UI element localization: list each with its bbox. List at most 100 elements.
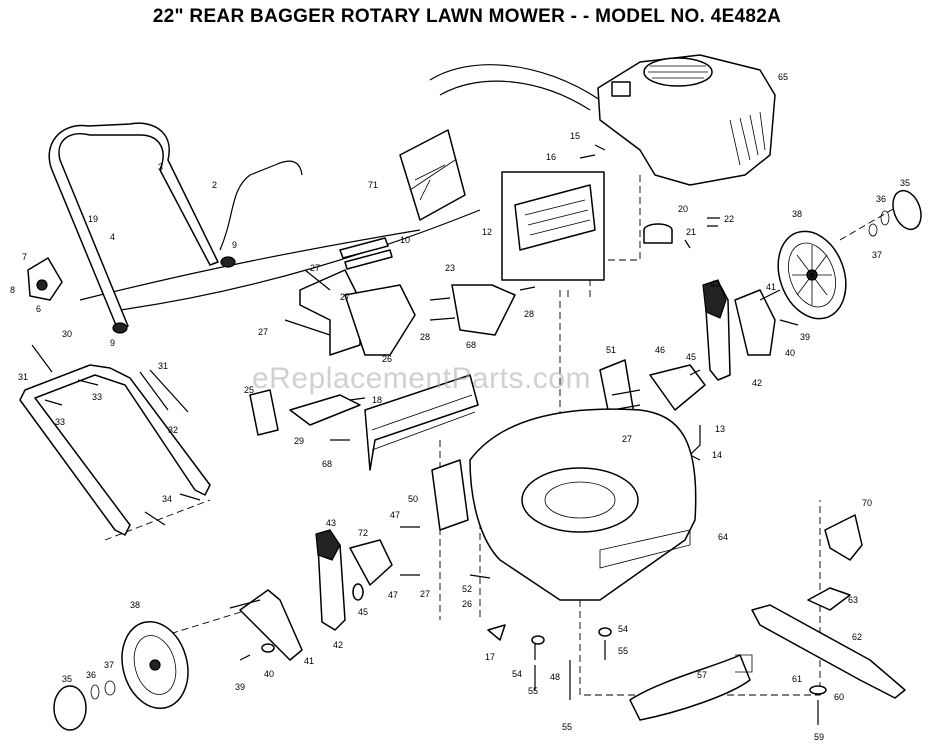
callout-label: 18 — [372, 395, 382, 405]
callout-label: 41 — [766, 282, 776, 292]
callout-label: 21 — [686, 227, 696, 237]
callout-label: 31 — [18, 372, 28, 382]
spacer-54 — [531, 635, 545, 645]
spring-45 — [352, 583, 364, 601]
upper-handle — [48, 122, 219, 331]
callout-label: 25 — [244, 385, 254, 395]
callout-label: 57 — [697, 670, 707, 680]
screw-13-14 — [688, 425, 701, 461]
callout-label: 65 — [778, 72, 788, 82]
callout-label: 19 — [88, 214, 98, 224]
chute-plate — [735, 654, 753, 673]
rear-lever-grip — [702, 279, 727, 319]
callout-label: 2 — [212, 180, 217, 190]
control-rods — [284, 269, 331, 336]
cable-clip — [220, 256, 236, 268]
callout-label: 36 — [876, 194, 886, 204]
callout-label: 35 — [62, 674, 72, 684]
callout-label: 14 — [712, 450, 722, 460]
gas-cap — [611, 81, 631, 97]
handle-knob — [27, 257, 63, 301]
callout-label: 43 — [710, 279, 720, 289]
height-plate-72 — [349, 539, 393, 586]
callout-label: 23 — [445, 263, 455, 273]
callout-label: 22 — [724, 214, 734, 224]
clip-17 — [487, 624, 506, 641]
blade-adapter-63 — [807, 587, 851, 611]
callout-label: 27 — [258, 327, 268, 337]
bracket-29 — [289, 394, 361, 426]
deck-center-hole — [544, 481, 616, 519]
rear-wheel-nut — [880, 210, 890, 226]
callout-label: 3 — [158, 162, 163, 172]
callout-label: 37 — [104, 660, 114, 670]
callout-label: 68 — [322, 459, 332, 469]
callout-label: 8 — [10, 285, 15, 295]
callout-label: 63 — [848, 595, 858, 605]
bracket-25 — [249, 389, 279, 436]
callout-label: 27 — [340, 292, 350, 302]
callout-label: 40 — [785, 348, 795, 358]
callout-label: 29 — [294, 436, 304, 446]
callout-label: 46 — [655, 345, 665, 355]
callout-label: 55 — [618, 646, 628, 656]
callout-label: 35 — [900, 178, 910, 188]
callout-label: 6 — [36, 304, 41, 314]
engine-fins — [648, 65, 708, 79]
discharge-chute — [629, 654, 751, 721]
callout-label: 42 — [333, 640, 343, 650]
callout-label: 16 — [546, 152, 556, 162]
callout-label: 64 — [718, 532, 728, 542]
callout-label: 31 — [158, 361, 168, 371]
callout-label: 36 — [86, 670, 96, 680]
callout-label: 54 — [618, 624, 628, 634]
callout-label: 50 — [408, 494, 418, 504]
lower-handle — [19, 364, 211, 536]
callout-label: 45 — [358, 607, 368, 617]
bolt — [44, 379, 99, 406]
callout-label: 9 — [110, 338, 115, 348]
callout-label: 27 — [622, 434, 632, 444]
callout-label: 33 — [92, 392, 102, 402]
callout-label: 28 — [420, 332, 430, 342]
blade-washer-60 — [809, 685, 827, 695]
knob-center — [36, 279, 48, 291]
callout-label: 28 — [524, 309, 534, 319]
watermark: eReplacementParts.com — [252, 362, 591, 395]
rear-axle-bolts — [759, 289, 799, 326]
callout-label: 26 — [462, 599, 472, 609]
front-hubcap — [53, 685, 87, 731]
callout-label: 61 — [792, 674, 802, 684]
front-wheel-hub — [149, 659, 161, 671]
callout-label: 12 — [482, 227, 492, 237]
cable-arc — [79, 229, 421, 301]
front-wheel-rim — [133, 635, 177, 695]
cable-arc-2 — [119, 209, 481, 311]
callout-label: 10 — [400, 235, 410, 245]
throttle-cable — [429, 64, 601, 101]
callout-label: 60 — [834, 692, 844, 702]
front-wheel-nut — [90, 684, 100, 700]
control-bracket-26 — [344, 284, 416, 356]
callout-label: 38 — [130, 600, 140, 610]
callout-label: 42 — [752, 378, 762, 388]
bolt — [31, 344, 53, 373]
callout-label: 70 — [862, 498, 872, 508]
callout-label: 52 — [462, 584, 472, 594]
bolt — [139, 369, 189, 413]
spacer-54b — [598, 627, 612, 637]
bolt — [144, 493, 201, 526]
throttle-cable-2 — [439, 80, 591, 111]
callout-label: 34 — [162, 494, 172, 504]
front-wheel-washer — [104, 680, 116, 696]
cable-clip — [112, 322, 128, 334]
callout-label: 15 — [570, 131, 580, 141]
deck-bolts — [534, 640, 606, 700]
rear-wheel-spokes — [792, 245, 832, 305]
callout-label: 68 — [466, 340, 476, 350]
control-bracket — [299, 269, 361, 356]
mower-blade — [751, 604, 906, 699]
throttle-bracket — [451, 284, 516, 336]
callout-label: 72 — [358, 528, 368, 538]
callout-label: 9 — [232, 240, 237, 250]
